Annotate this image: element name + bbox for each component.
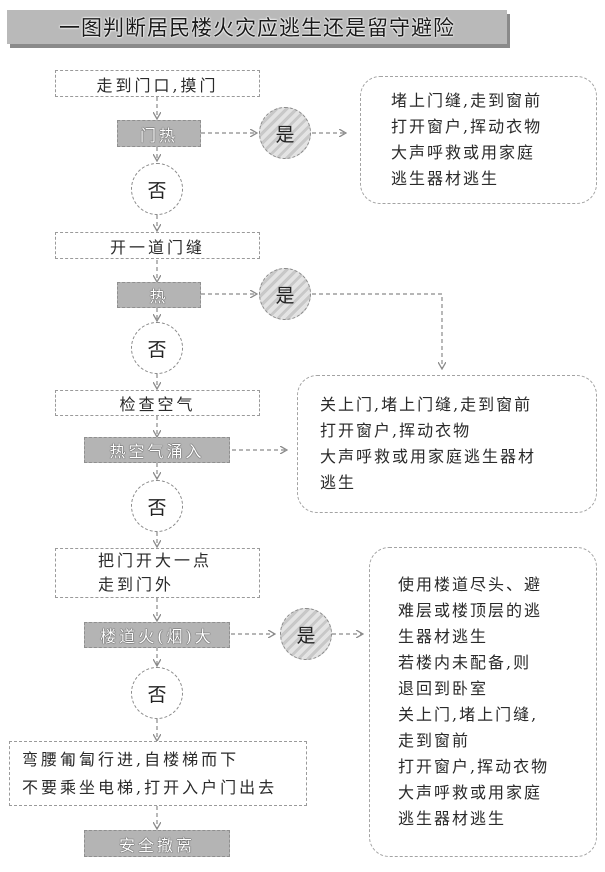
- yes-node-2: 是: [259, 268, 311, 320]
- result-box-2: 关上门,堵上门缝,走到窗前 打开窗户,挥动衣物 大声呼救或用家庭逃生器材 逃生: [297, 375, 597, 513]
- decision-hot-air: 热空气涌入: [84, 437, 230, 463]
- no-label: 否: [147, 496, 167, 519]
- yes-label: 是: [275, 123, 295, 146]
- page-title: 一图判断居民楼火灾应逃生还是留守避险: [59, 16, 455, 40]
- result-line: 退回到卧室: [398, 679, 489, 698]
- result-line: 难层或楼顶层的逃: [398, 601, 543, 620]
- step-check-air: 检查空气: [55, 390, 260, 416]
- yes-node-3: 是: [280, 608, 332, 660]
- step-crawl-downstairs: 弯腰匍匐行进,自楼梯而下 不要乘坐电梯,打开入户门出去: [9, 741, 307, 806]
- result-line: 大声呼救或用家庭: [391, 143, 536, 162]
- title-banner: 一图判断居民楼火灾应逃生还是留守避险: [7, 10, 507, 44]
- step-text: 开一道门缝: [109, 237, 205, 257]
- result-line: 逃生: [320, 473, 357, 492]
- result-line: 打开窗户,挥动衣物: [320, 421, 472, 440]
- end-safe-evacuation: 安全撤离: [84, 830, 230, 857]
- decision-door-hot: 门热: [117, 120, 201, 147]
- result-line: 生器材逃生: [398, 627, 489, 646]
- result-line: 若楼内未配备,则: [398, 653, 532, 672]
- result-line: 逃生器材逃生: [398, 809, 507, 828]
- step-open-door-crack: 开一道门缝: [55, 232, 260, 259]
- result-box-1: 堵上门缝,走到窗前 打开窗户,挥动衣物 大声呼救或用家庭 逃生器材逃生: [360, 76, 597, 204]
- result-line: 关上门,堵上门缝,: [398, 705, 539, 724]
- step-text: 检查空气: [119, 395, 196, 414]
- step-text: 把门开大一点: [98, 551, 213, 570]
- decision-text: 热: [149, 287, 169, 306]
- step-open-door-wide: 把门开大一点 走到门外: [55, 548, 260, 598]
- result-line: 打开窗户,挥动衣物: [398, 757, 550, 776]
- result-line: 关上门,堵上门缝,走到窗前: [320, 395, 533, 414]
- step-text: 走到门口,摸门: [96, 75, 219, 95]
- no-node-3: 否: [131, 480, 183, 532]
- result-line: 走到窗前: [398, 731, 471, 750]
- yes-label: 是: [296, 624, 316, 647]
- end-text: 安全撤离: [118, 835, 195, 855]
- decision-corridor-fire: 楼道火(烟)大: [84, 622, 230, 648]
- no-node-4: 否: [131, 667, 183, 719]
- step-text: 走到门外: [98, 575, 175, 594]
- step-text: 弯腰匍匐行进,自楼梯而下: [22, 749, 240, 769]
- no-label: 否: [147, 179, 167, 202]
- no-label: 否: [147, 683, 167, 706]
- decision-text: 楼道火(烟)大: [100, 627, 214, 646]
- result-line: 逃生器材逃生: [391, 169, 500, 188]
- result-line: 大声呼救或用家庭逃生器材: [320, 447, 537, 466]
- result-line: 大声呼救或用家庭: [398, 783, 543, 802]
- no-label: 否: [147, 338, 167, 361]
- no-node-2: 否: [131, 322, 183, 374]
- yes-label: 是: [275, 284, 295, 307]
- decision-text: 热空气涌入: [109, 442, 205, 461]
- no-node-1: 否: [131, 163, 183, 215]
- step-text: 不要乘坐电梯,打开入户门出去: [22, 777, 278, 797]
- yes-node-1: 是: [259, 107, 311, 159]
- result-line: 堵上门缝,走到窗前: [391, 91, 543, 110]
- result-line: 打开窗户,挥动衣物: [391, 117, 543, 136]
- arrow-yes2-r2: [312, 293, 442, 368]
- result-box-3: 使用楼道尽头、避 难层或楼顶层的逃 生器材逃生 若楼内未配备,则 退回到卧室 关…: [369, 547, 597, 857]
- decision-text: 门热: [139, 125, 178, 145]
- result-line: 使用楼道尽头、避: [398, 575, 543, 594]
- step-go-to-door: 走到门口,摸门: [55, 70, 260, 97]
- decision-hot: 热: [117, 282, 201, 308]
